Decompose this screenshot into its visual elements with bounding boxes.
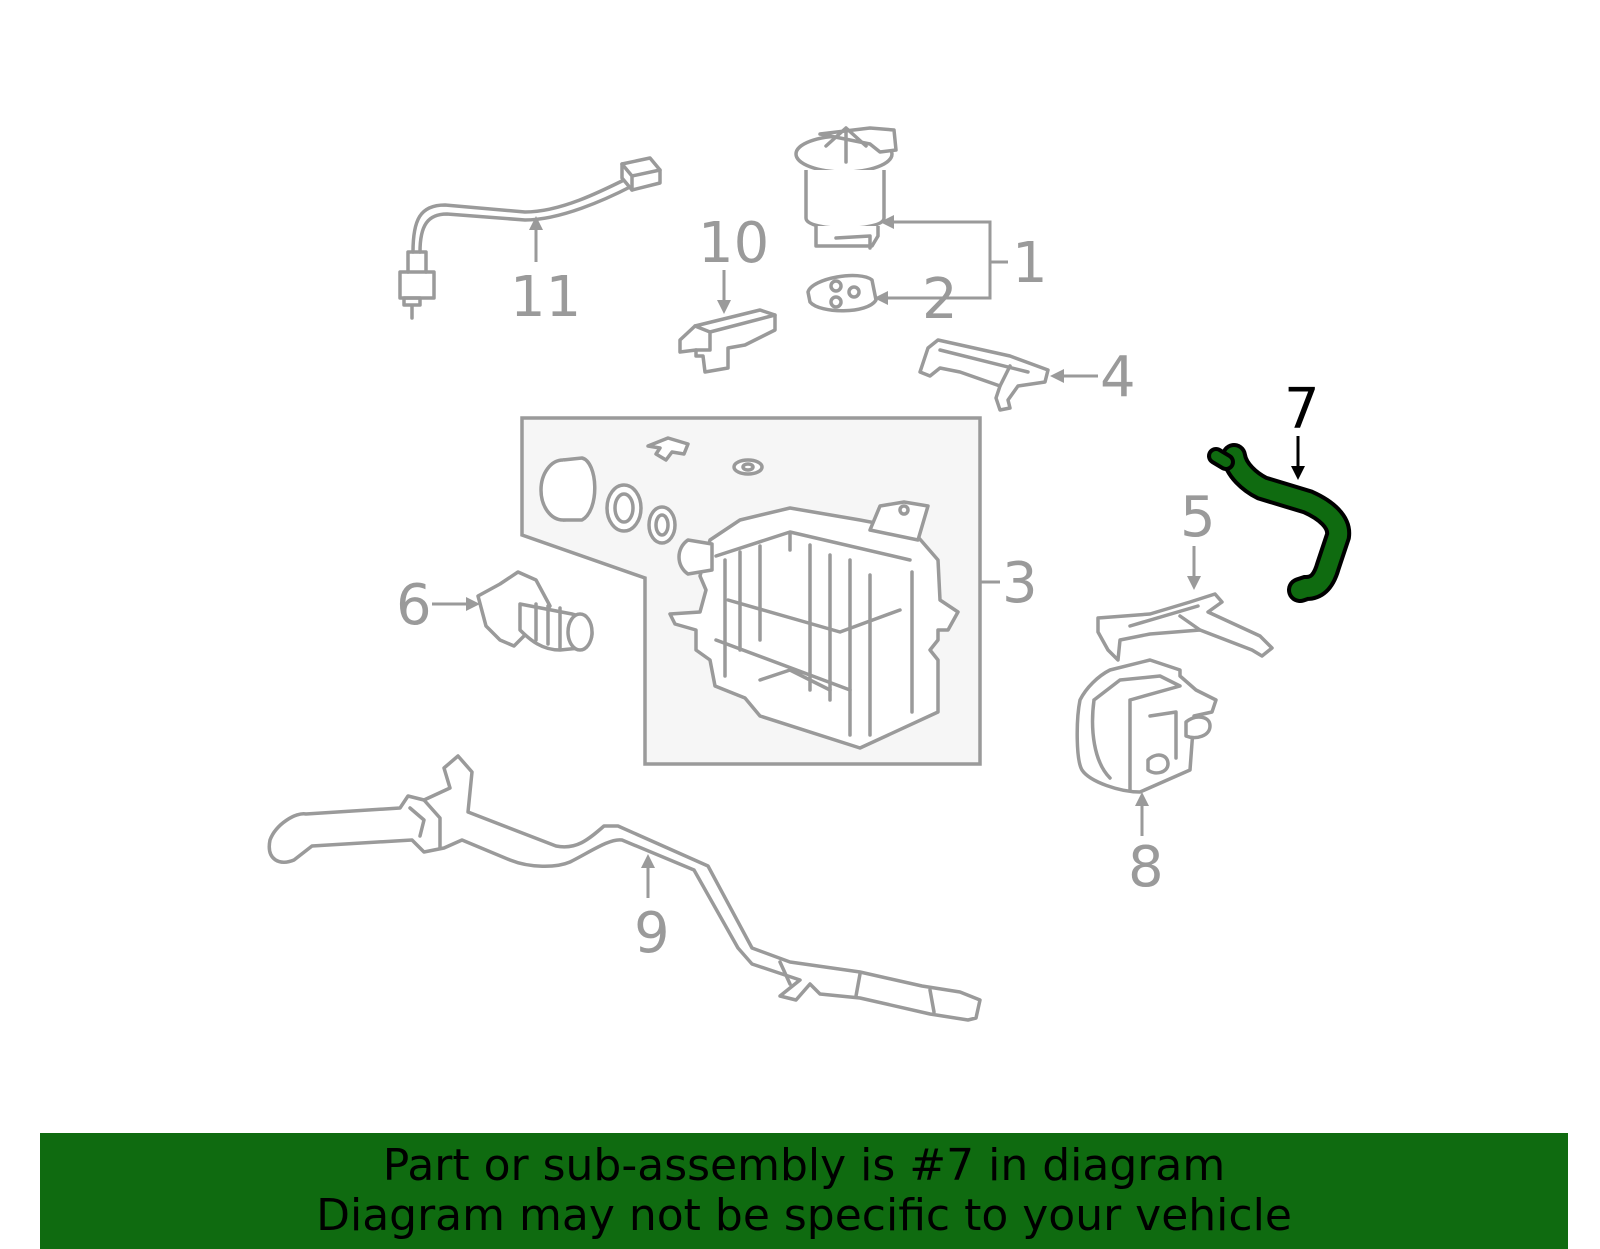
part-8-purge-canister[interactable] bbox=[1075, 658, 1218, 794]
callout-1: 1 bbox=[1012, 231, 1048, 296]
callout-7: 7 bbox=[1284, 377, 1320, 442]
info-banner: Part or sub-assembly is #7 in diagram Di… bbox=[40, 1133, 1568, 1249]
callout-2: 2 bbox=[922, 267, 958, 332]
part-5-bracket[interactable] bbox=[1096, 592, 1274, 662]
callout-10: 10 bbox=[698, 211, 769, 276]
banner-line-2: Diagram may not be specific to your vehi… bbox=[316, 1190, 1292, 1241]
part-7-hose-highlighted[interactable] bbox=[1207, 443, 1352, 603]
part-2-gasket[interactable] bbox=[806, 273, 878, 313]
callout-9: 9 bbox=[634, 901, 670, 966]
part-10-sensor[interactable] bbox=[678, 308, 777, 374]
part-1-egr-valve[interactable] bbox=[794, 126, 898, 250]
part-4-bracket[interactable] bbox=[918, 338, 1050, 412]
part-9-hose[interactable] bbox=[267, 754, 982, 1022]
callout-8: 8 bbox=[1128, 835, 1164, 900]
part-6-valve[interactable] bbox=[476, 570, 594, 652]
part-11-oxygen-sensor[interactable] bbox=[398, 156, 662, 320]
leader-lines bbox=[432, 215, 1305, 898]
callout-4: 4 bbox=[1100, 345, 1136, 410]
banner-line-1: Part or sub-assembly is #7 in diagram bbox=[382, 1140, 1226, 1191]
callout-labels: 1 2 3 4 5 6 7 8 9 10 11 bbox=[396, 211, 1320, 966]
callout-11: 11 bbox=[510, 265, 581, 330]
callout-6: 6 bbox=[396, 573, 432, 638]
callout-3: 3 bbox=[1002, 551, 1038, 616]
part-3-canister-assembly[interactable] bbox=[520, 416, 982, 766]
callout-5: 5 bbox=[1180, 485, 1216, 550]
